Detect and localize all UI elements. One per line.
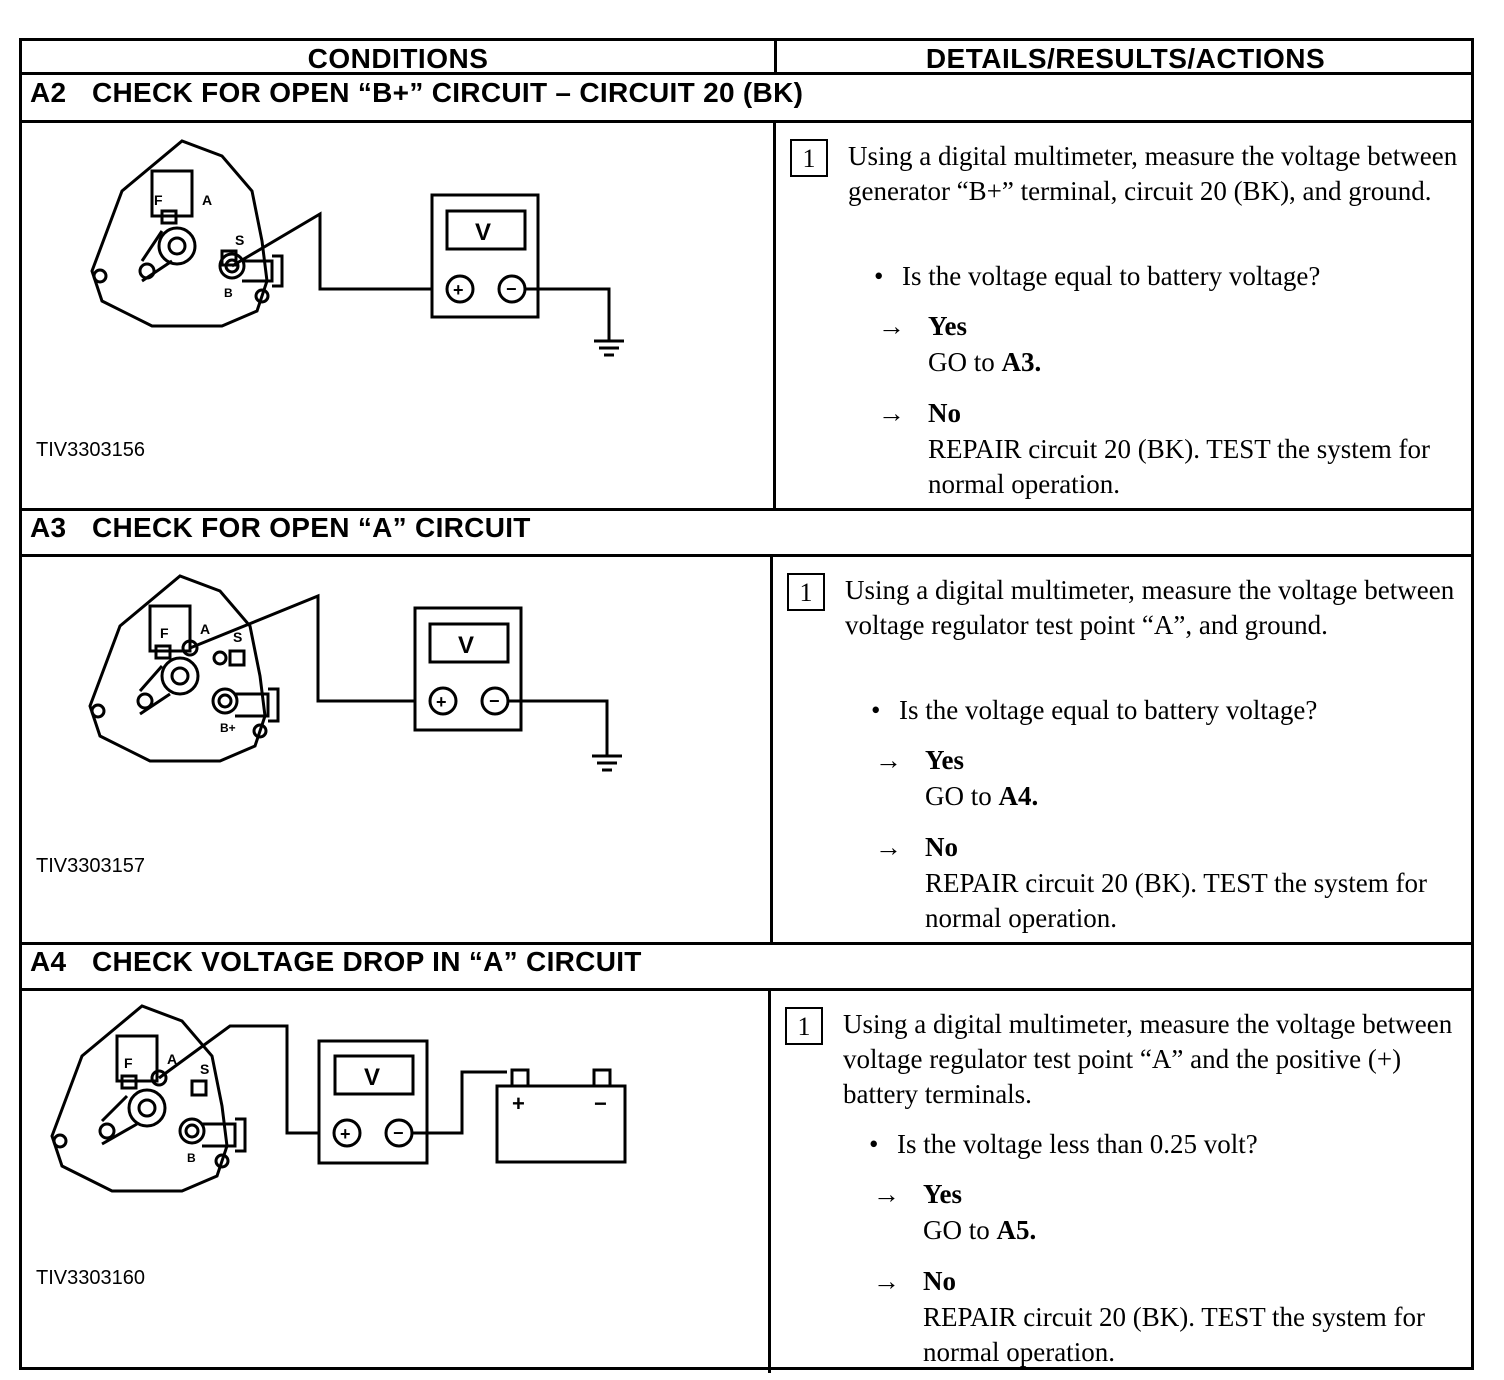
- arrow-right-icon: →: [875, 745, 902, 775]
- question: •Is the voltage equal to battery voltage…: [871, 695, 1318, 725]
- step-instruction: Using a digital multimeter, measure the …: [843, 1009, 1453, 1109]
- meter-label: V: [364, 1064, 380, 1091]
- a2-test-diagram: F A S B V + −: [90, 139, 624, 357]
- bplus-terminal-label: B+: [220, 721, 236, 735]
- section-rule: [22, 120, 1471, 123]
- details-column-header: DETAILS/RESULTS/ACTIONS: [925, 43, 1326, 74]
- a-terminal-label: A: [200, 621, 210, 637]
- yes-label: Yes: [923, 1179, 962, 1209]
- figure-id: TIV3303160: [36, 1267, 145, 1289]
- a-terminal-label: A: [202, 192, 212, 208]
- column-divider: [768, 989, 771, 1373]
- yes-label: Yes: [928, 311, 967, 341]
- b-terminal-label: B: [224, 286, 233, 300]
- a3-details: 1 Using a digital multimeter, measure th…: [787, 573, 1467, 933]
- section-a4-heading: A4 CHECK VOLTAGE DROP IN “A” CIRCUIT: [30, 946, 642, 978]
- arrow-right-icon: →: [873, 1179, 900, 1209]
- a-terminal-label: A: [167, 1051, 177, 1067]
- section-title: CHECK FOR OPEN “B+” CIRCUIT – CIRCUIT 20…: [92, 77, 804, 108]
- figure-id: TIV3303156: [36, 439, 145, 461]
- yes-action: GO to: [925, 781, 992, 811]
- a3-test-diagram: F A S B+ V + −: [88, 574, 622, 772]
- meter-plus-jack: +: [340, 1124, 351, 1144]
- arrow-right-icon: →: [873, 1266, 900, 1296]
- meter-minus-jack: −: [393, 1123, 404, 1143]
- no-label: No: [923, 1266, 956, 1296]
- question-text: Is the voltage equal to battery voltage?: [899, 695, 1318, 725]
- meter-minus-jack: −: [489, 691, 500, 711]
- step-number: 1: [787, 573, 825, 611]
- figure-id: TIV3303157: [36, 855, 145, 877]
- yes-action: GO to: [923, 1215, 990, 1245]
- question-text: Is the voltage equal to battery voltage?: [902, 261, 1321, 291]
- column-divider: [770, 555, 773, 942]
- meter-minus-jack: −: [506, 279, 517, 299]
- step-number: 1: [790, 139, 828, 177]
- a2-details: 1 Using a digital multimeter, measure th…: [790, 139, 1470, 499]
- battery-positive-label: +: [512, 1091, 525, 1116]
- section-number: A3: [30, 512, 67, 543]
- no-action: REPAIR circuit 20 (BK). TEST the system …: [923, 1302, 1425, 1367]
- yes-action: GO to: [928, 347, 995, 377]
- step-number: 1: [785, 1007, 823, 1045]
- column-divider: [773, 121, 776, 508]
- b-terminal-label: B: [187, 1151, 196, 1165]
- section-rule: [22, 942, 1471, 945]
- section-rule: [22, 554, 1471, 557]
- section-rule: [22, 508, 1471, 511]
- arrow-right-icon: →: [878, 398, 905, 428]
- a4-details: 1 Using a digital multimeter, measure th…: [785, 1007, 1465, 1367]
- arrow-right-icon: →: [875, 832, 902, 862]
- step-instruction: Using a digital multimeter, measure the …: [848, 141, 1458, 206]
- s-terminal-label: S: [235, 232, 244, 248]
- s-terminal-label: S: [200, 1061, 209, 1077]
- question: •Is the voltage less than 0.25 volt?: [869, 1129, 1258, 1159]
- section-title: CHECK VOLTAGE DROP IN “A” CIRCUIT: [92, 946, 642, 977]
- no-label: No: [925, 832, 958, 862]
- section-title: CHECK FOR OPEN “A” CIRCUIT: [92, 512, 531, 543]
- conditions-column-header: CONDITIONS: [307, 43, 489, 74]
- no-action: REPAIR circuit 20 (BK). TEST the system …: [928, 434, 1430, 499]
- section-number: A2: [30, 77, 67, 108]
- meter-plus-jack: +: [453, 280, 464, 300]
- yes-reference: A3.: [1001, 347, 1042, 377]
- a4-test-diagram: F A S B V + − + −: [50, 1004, 627, 1193]
- yes-reference: A5.: [996, 1215, 1037, 1245]
- section-rule: [22, 988, 1471, 991]
- meter-plus-jack: +: [436, 692, 447, 712]
- header-rule: [22, 72, 1471, 75]
- section-number: A4: [30, 946, 67, 977]
- field-terminal-label: F: [160, 625, 169, 641]
- header-divider: [774, 41, 777, 73]
- battery-negative-label: −: [594, 1091, 607, 1116]
- question: •Is the voltage equal to battery voltage…: [874, 261, 1321, 291]
- yes-reference: A4.: [998, 781, 1039, 811]
- no-label: No: [928, 398, 961, 428]
- section-a3-heading: A3 CHECK FOR OPEN “A” CIRCUIT: [30, 512, 531, 544]
- meter-label: V: [458, 632, 474, 659]
- question-text: Is the voltage less than 0.25 volt?: [897, 1129, 1258, 1159]
- meter-label: V: [475, 219, 491, 246]
- no-action: REPAIR circuit 20 (BK). TEST the system …: [925, 868, 1427, 933]
- s-terminal-label: S: [233, 629, 242, 645]
- section-a2-heading: A2 CHECK FOR OPEN “B+” CIRCUIT – CIRCUIT …: [30, 77, 803, 109]
- step-instruction: Using a digital multimeter, measure the …: [845, 575, 1455, 640]
- arrow-right-icon: →: [878, 311, 905, 341]
- field-terminal-label: F: [124, 1055, 133, 1071]
- field-terminal-label: F: [154, 192, 163, 208]
- yes-label: Yes: [925, 745, 964, 775]
